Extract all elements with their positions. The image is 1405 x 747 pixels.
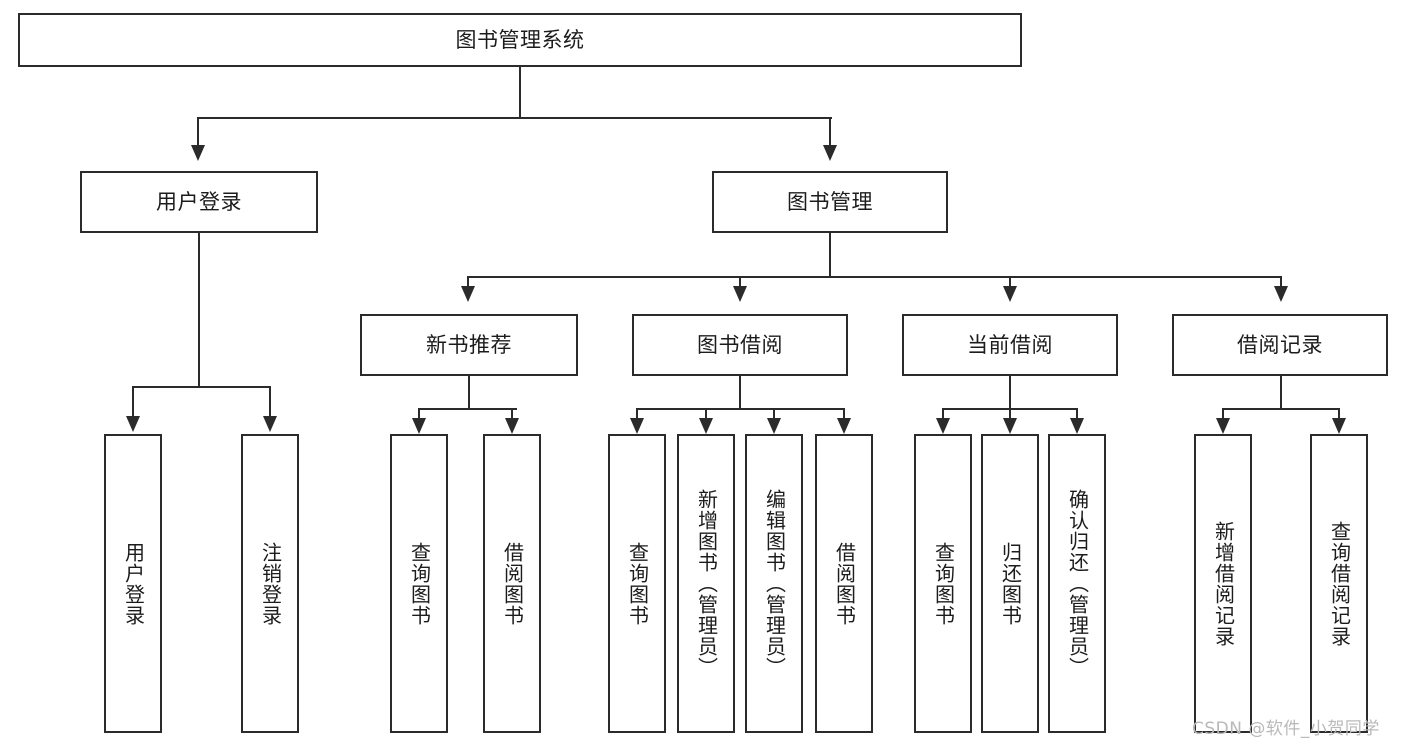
connector-book-borrow-drop-1 [636, 408, 638, 422]
connector-current-borrow-drop-3 [1076, 408, 1078, 422]
leaf-add-borrow-record[interactable]: 新增借阅记录 [1194, 434, 1252, 733]
arrowhead-leaf-user-login [126, 416, 140, 432]
connector-book-manage-stem [829, 233, 831, 277]
arrowhead-leaf-logout [263, 416, 277, 432]
node-root-system[interactable]: 图书管理系统 [18, 13, 1022, 67]
node-label: 新书推荐 [426, 332, 512, 357]
connector-book-borrow-bar [637, 408, 845, 410]
node-book-management[interactable]: 图书管理 [712, 171, 948, 233]
connector-book-borrow-drop-2 [705, 408, 707, 422]
node-current-borrow[interactable]: 当前借阅 [902, 314, 1118, 376]
arrowhead-current-borrow-leaf-3 [1070, 418, 1084, 434]
leaf-label: 注销登录 [258, 541, 283, 626]
arrowhead-borrow-record [1274, 286, 1288, 302]
arrowhead-user-login [191, 145, 205, 161]
leaf-borrow-book[interactable]: 借阅图书 [815, 434, 873, 733]
node-label: 借阅记录 [1237, 332, 1323, 357]
connector-new-book-bar [419, 408, 517, 410]
connector-new-book-drop-2 [511, 408, 513, 422]
connector-borrow-record-stem [1280, 376, 1282, 409]
leaf-label: 用户登录 [121, 541, 146, 626]
leaf-query-book-recommend[interactable]: 查询图书 [390, 434, 448, 733]
leaf-label: 借阅图书 [500, 541, 525, 626]
leaf-logout[interactable]: 注销登录 [241, 434, 299, 733]
arrowhead-book-borrow-leaf-4 [837, 418, 851, 434]
arrowhead-current-borrow [1003, 286, 1017, 302]
leaf-label: 查询图书 [407, 541, 432, 626]
leaf-user-login[interactable]: 用户登录 [104, 434, 162, 733]
leaf-label: 编辑图书（管理员） [762, 489, 787, 678]
connector-level1-bar [198, 117, 832, 119]
arrowhead-new-book-leaf-1 [412, 418, 426, 434]
connector-to-user-login [197, 117, 199, 147]
leaf-confirm-return-admin[interactable]: 确认归还（管理员） [1048, 434, 1106, 733]
leaf-query-book-borrow[interactable]: 查询图书 [608, 434, 666, 733]
node-new-book-recommend[interactable]: 新书推荐 [360, 314, 578, 376]
leaf-borrow-book-recommend[interactable]: 借阅图书 [483, 434, 541, 733]
leaf-label: 查询图书 [931, 541, 956, 626]
connector-user-login-drop-2 [269, 386, 271, 418]
connector-user-login-bar [133, 386, 270, 388]
node-label: 当前借阅 [967, 332, 1053, 357]
arrowhead-borrow-record-leaf-2 [1332, 418, 1346, 434]
arrowhead-book-borrow-leaf-3 [767, 418, 781, 434]
leaf-add-book-admin[interactable]: 新增图书（管理员） [677, 434, 735, 733]
node-book-borrow[interactable]: 图书借阅 [632, 314, 848, 376]
leaf-label: 查询借阅记录 [1327, 520, 1352, 647]
connector-to-book-manage [829, 117, 831, 147]
leaf-query-book-current[interactable]: 查询图书 [914, 434, 972, 733]
connector-borrow-record-bar [1223, 408, 1339, 410]
connector-borrow-record-drop-1 [1222, 408, 1224, 422]
connector-new-book-drop-1 [418, 408, 420, 422]
arrowhead-borrow-record-leaf-1 [1216, 418, 1230, 434]
connector-root-stem [519, 67, 521, 118]
connector-book-borrow-drop-4 [843, 408, 845, 422]
connector-user-login-drop-1 [132, 386, 134, 418]
csdn-watermark: CSDN @软件_小贺同学 [1192, 719, 1380, 739]
leaf-label: 新增图书（管理员） [694, 489, 719, 678]
arrowhead-book-borrow [733, 286, 747, 302]
arrowhead-new-book-leaf-2 [505, 418, 519, 434]
leaf-label: 查询图书 [625, 541, 650, 626]
arrowhead-book-manage [823, 145, 837, 161]
node-user-login[interactable]: 用户登录 [80, 171, 318, 233]
node-label: 图书管理 [787, 189, 873, 214]
leaf-return-book[interactable]: 归还图书 [981, 434, 1039, 733]
node-borrow-record[interactable]: 借阅记录 [1172, 314, 1388, 376]
connector-current-borrow-drop-1 [942, 408, 944, 422]
connector-user-login-stem [198, 233, 200, 387]
arrowhead-new-book-recommend [461, 286, 475, 302]
arrowhead-current-borrow-leaf-2 [1003, 418, 1017, 434]
connector-level2-bar [468, 276, 1281, 278]
connector-current-borrow-drop-2 [1009, 408, 1011, 422]
connector-book-borrow-drop-3 [773, 408, 775, 422]
connector-borrow-record-drop-2 [1338, 408, 1340, 422]
leaf-query-borrow-record[interactable]: 查询借阅记录 [1310, 434, 1368, 733]
arrowhead-book-borrow-leaf-1 [630, 418, 644, 434]
arrowhead-current-borrow-leaf-1 [936, 418, 950, 434]
arrowhead-book-borrow-leaf-2 [699, 418, 713, 434]
leaf-edit-book-admin[interactable]: 编辑图书（管理员） [745, 434, 803, 733]
leaf-label: 新增借阅记录 [1211, 520, 1236, 647]
leaf-label: 确认归还（管理员） [1065, 489, 1090, 678]
node-label: 图书借阅 [697, 332, 783, 357]
connector-book-borrow-stem [739, 376, 741, 409]
connector-new-book-stem [468, 376, 470, 409]
connector-current-borrow-stem [1009, 376, 1011, 409]
node-label: 用户登录 [156, 189, 242, 214]
leaf-label: 归还图书 [998, 541, 1023, 626]
node-label: 图书管理系统 [455, 27, 585, 52]
leaf-label: 借阅图书 [832, 541, 857, 626]
